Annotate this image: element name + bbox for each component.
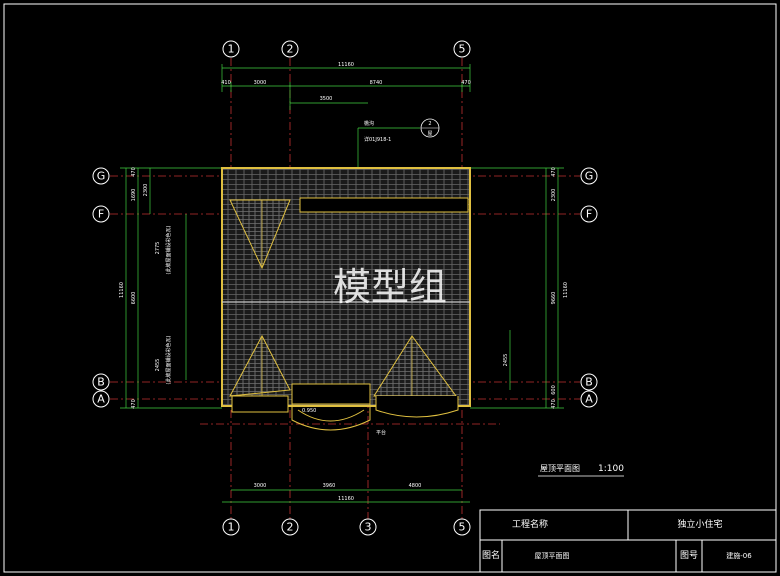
dim-top-seg-2: 3000 — [254, 80, 267, 86]
drawing-label: 图名 — [482, 549, 500, 561]
axis-label-left-b: B — [97, 376, 105, 389]
entrance-porch — [231, 383, 459, 431]
axis-label-top-5: 5 — [459, 43, 466, 56]
axis-label-top-2: 2 — [287, 43, 294, 56]
axis-label-right-f: F — [586, 208, 592, 221]
dim-left-seg-3: 2300 — [143, 184, 149, 197]
dim-bottom-seg-3: 4800 — [409, 483, 422, 489]
number-value: 建施-06 — [726, 551, 752, 560]
dim-left-total: 11160 — [119, 282, 125, 298]
dim-bottom-seg-1: 3000 — [254, 483, 267, 489]
axis-bubbles-bottom — [222, 518, 471, 536]
detail-sheet: 屋 — [427, 131, 432, 137]
drawing-frame — [3, 3, 777, 573]
left-note-upper: (此坡屋面铺设彩色瓦) — [165, 226, 172, 275]
dormer-left-bottom — [229, 334, 291, 397]
ridge-leader — [357, 127, 420, 170]
axis-label-left-f: F — [98, 208, 104, 221]
dim-top-seg-3: 8740 — [370, 80, 383, 86]
axis-label-left-g: G — [97, 170, 106, 183]
axis-label-bottom-2: 2 — [287, 521, 294, 534]
number-label: 图号 — [680, 550, 698, 561]
ridge-label: 檐沟 — [364, 120, 374, 127]
entrance-level: 0.950 — [302, 408, 316, 414]
dim-right-inner-1: 2455 — [503, 354, 509, 367]
axis-label-left-a: A — [97, 393, 105, 406]
ridge-ref: 详01J918-1 — [364, 136, 391, 143]
dim-left-seg-5: 470 — [131, 399, 137, 409]
dimension-lines — [120, 64, 564, 503]
axis-bubbles-sides — [92, 167, 598, 408]
axis-label-bottom-3: 3 — [365, 521, 372, 534]
watermark: 模型组 — [333, 265, 447, 309]
axis-label-top-1: 1 — [228, 43, 235, 56]
axis-label-right-a: A — [585, 393, 593, 406]
dim-top-inner: 3500 — [320, 96, 333, 102]
axis-label-right-b: B — [585, 376, 593, 389]
plan-title-name: 屋顶平面图 — [540, 464, 580, 473]
dim-right-seg-4: 600 — [551, 385, 557, 395]
dim-left-seg-2: 1690 — [131, 189, 137, 202]
dim-left-inner-1: 2775 — [155, 242, 161, 255]
drawing-value: 屋顶平面图 — [535, 552, 570, 560]
dim-right-seg-5: 470 — [551, 399, 557, 409]
dim-right-total: 11160 — [563, 282, 569, 298]
dim-top-total: 11160 — [338, 62, 354, 68]
title-block — [479, 509, 777, 573]
porch-label: 平台 — [376, 429, 386, 436]
axis-label-right-g: G — [585, 170, 594, 183]
plan-title-scale: 1:100 — [598, 464, 624, 474]
dim-left-seg-4: 6600 — [131, 292, 137, 305]
project-value: 独立小住宅 — [677, 518, 722, 530]
detail-number: 2 — [428, 121, 431, 127]
axis-bubbles-top — [222, 40, 471, 58]
dim-right-seg-2: 2300 — [551, 189, 557, 202]
dim-top-seg-1: 410 — [221, 80, 231, 86]
dormer-left-top — [229, 199, 291, 270]
roof-gutter — [299, 197, 469, 213]
dim-bottom-total: 11160 — [338, 496, 354, 502]
axis-label-bottom-1: 1 — [228, 521, 235, 534]
dim-left-seg-1: 470 — [131, 167, 137, 177]
left-note-lower: (此坡屋面铺设彩色瓦) — [165, 336, 172, 385]
dim-right-seg-1: 470 — [551, 167, 557, 177]
dim-top-seg-4: 470 — [461, 80, 471, 86]
dim-right-seg-3: 9660 — [551, 292, 557, 305]
dim-left-inner-2: 2455 — [155, 359, 161, 372]
axis-label-bottom-5: 5 — [459, 521, 466, 534]
project-label: 工程名称 — [512, 518, 548, 530]
dim-bottom-seg-2: 3960 — [323, 483, 336, 489]
